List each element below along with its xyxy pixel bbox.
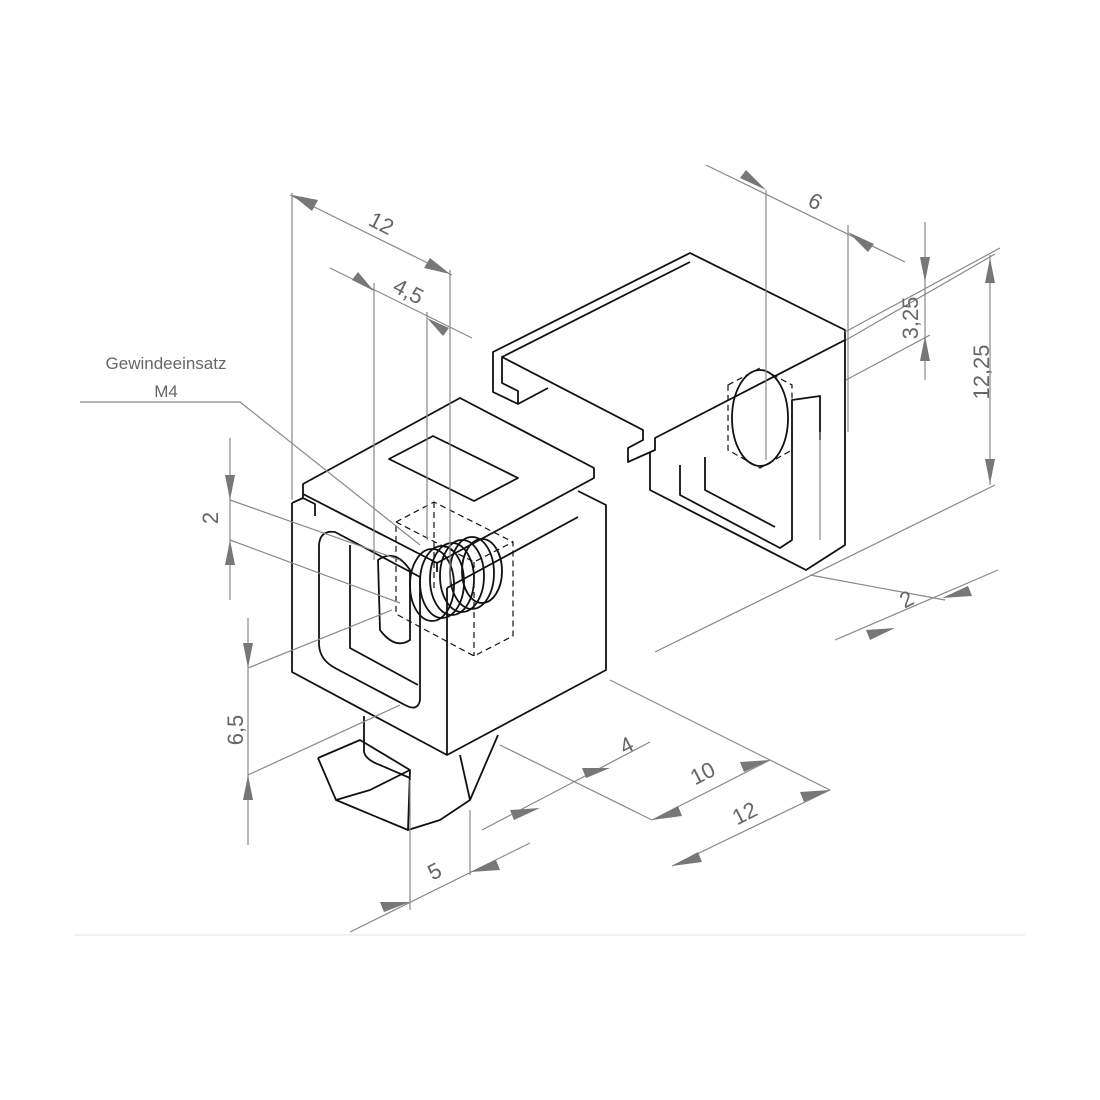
dim-cap-height: 12,25: [969, 344, 994, 399]
dim-cap-wall: 2: [895, 585, 917, 613]
dim-foot-width: 5: [423, 857, 445, 885]
dim-lower-height: 6,5: [223, 715, 248, 746]
note-insert-size: M4: [154, 382, 178, 401]
thread-insert: [409, 536, 503, 622]
cap-part: [492, 252, 846, 571]
dim-foot-offset: 4: [615, 731, 637, 759]
dimension-lines: [80, 164, 1001, 933]
main-block: [291, 397, 607, 831]
dim-depth-inner: 10: [686, 757, 719, 790]
dim-cap-top: 3,25: [898, 297, 923, 340]
dim-cap-hole-offset: 6: [804, 187, 826, 215]
dim-insert-offset: 4,5: [389, 273, 428, 309]
dimension-arrows: [225, 170, 995, 912]
dim-slot-height: 2: [198, 512, 223, 524]
note-insert-label: Gewindeeinsatz: [106, 354, 227, 373]
